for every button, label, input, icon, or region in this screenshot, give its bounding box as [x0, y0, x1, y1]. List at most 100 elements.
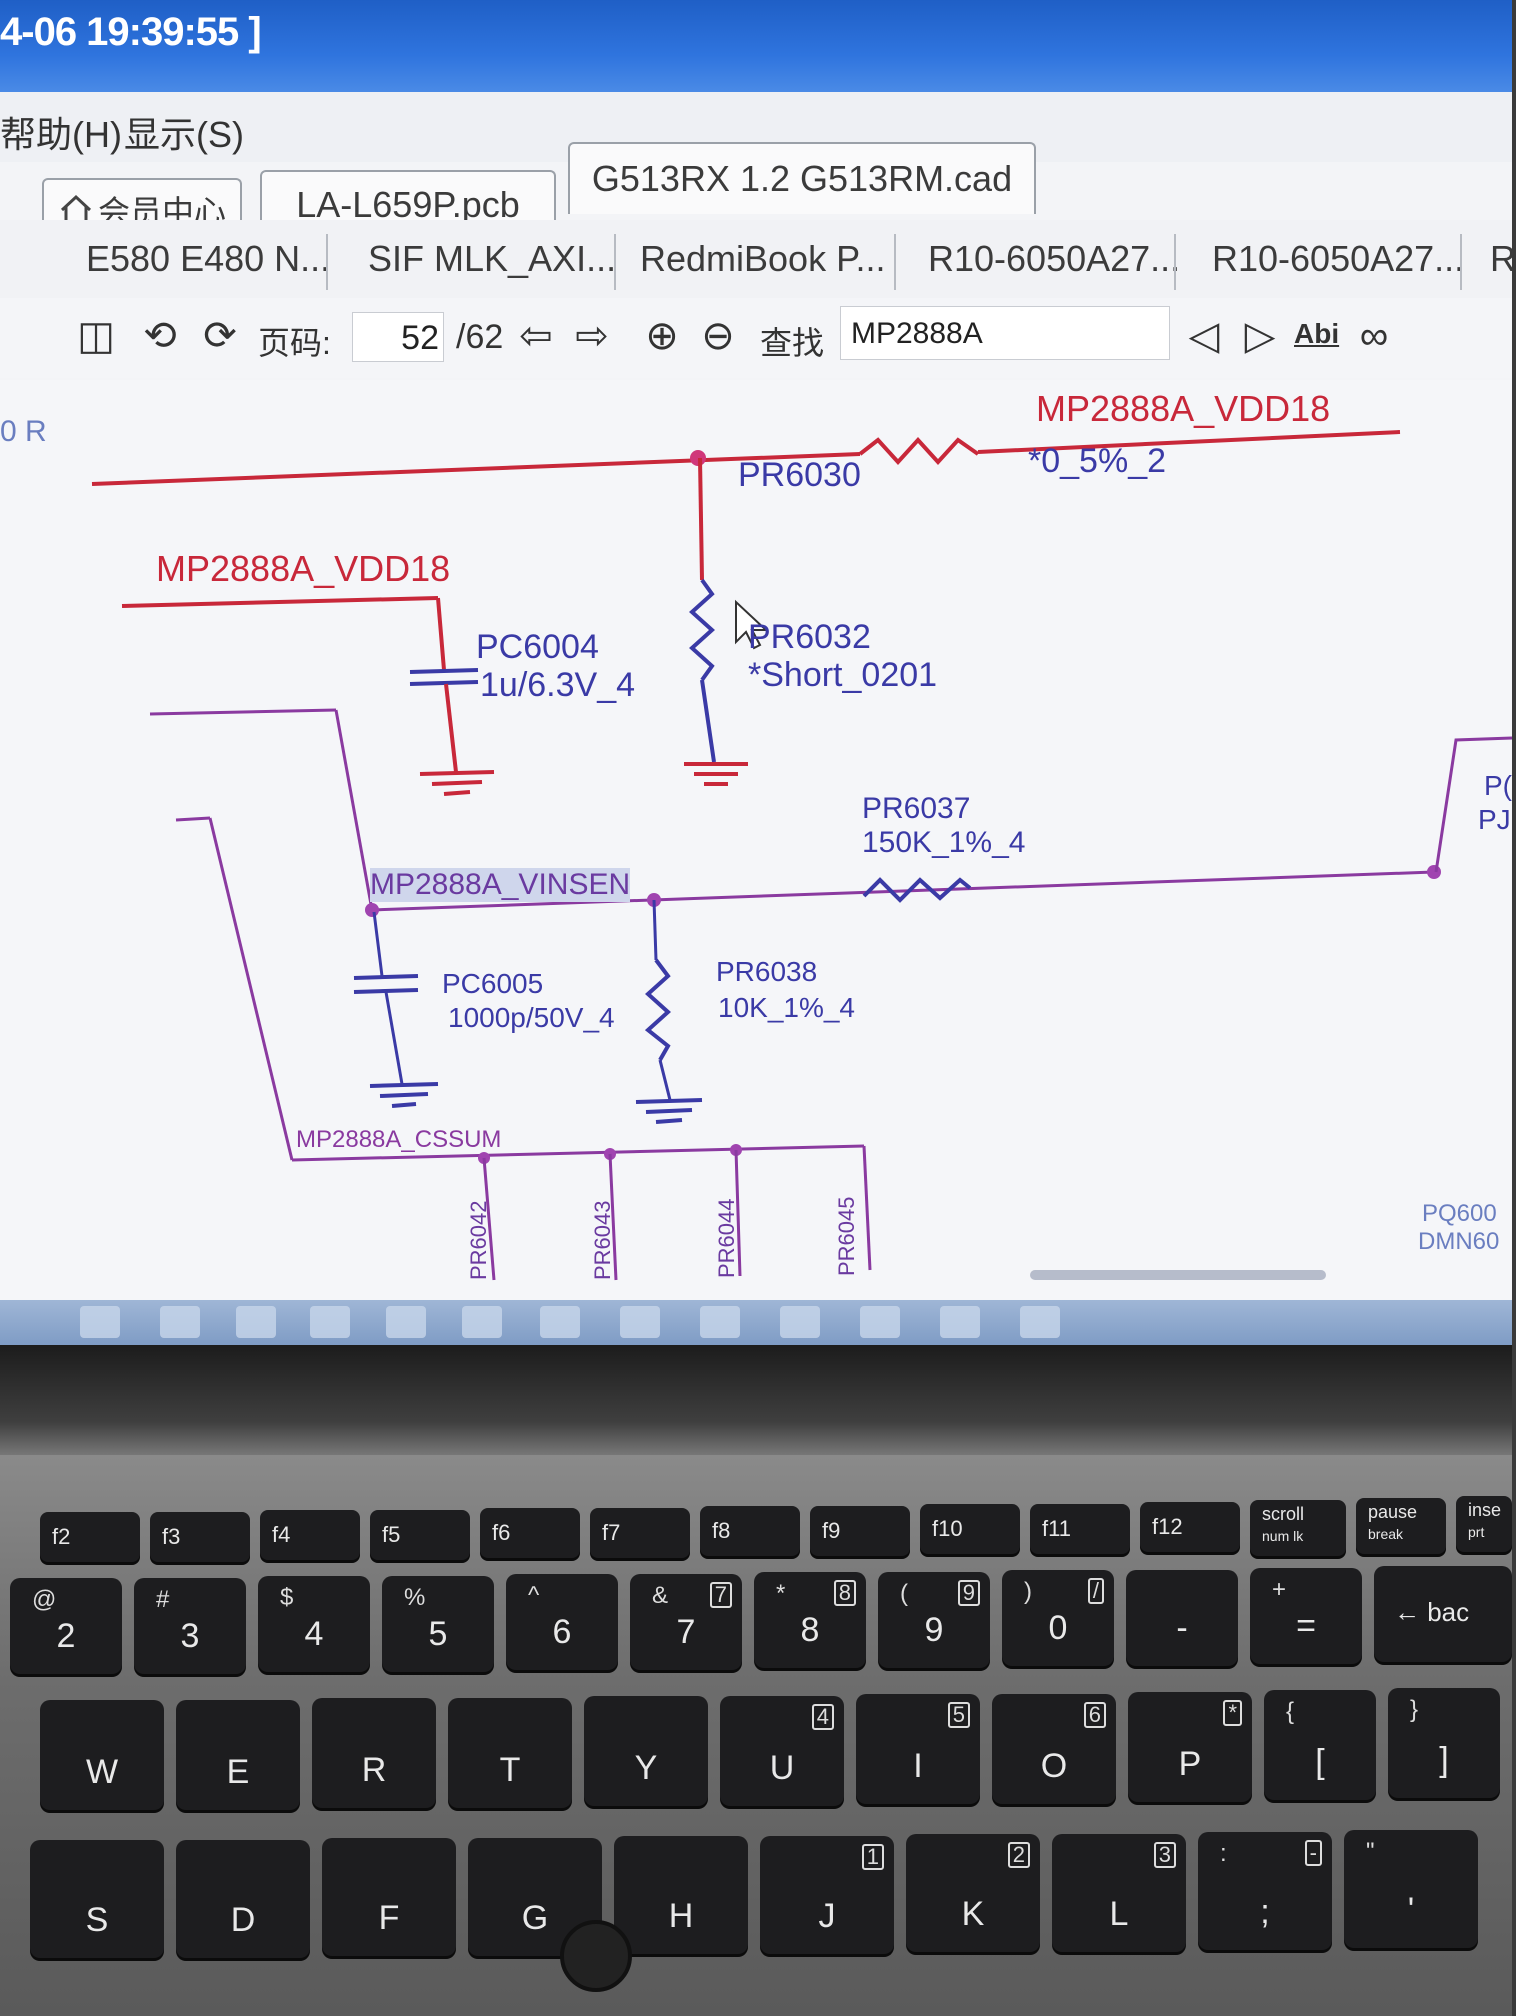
tab-e580[interactable]: E580 E480 N... [86, 238, 331, 279]
key-0[interactable]: )/0 [1002, 1570, 1114, 1666]
taskbar-app-icon[interactable] [310, 1306, 350, 1338]
rotate-right-icon[interactable]: ⟳ [203, 314, 237, 358]
key-backspace[interactable]: ← bac [1374, 1566, 1512, 1662]
zoom-out-icon[interactable]: ⊖ [701, 314, 735, 358]
menu-view[interactable]: 显示(S) [124, 114, 244, 155]
tab-r10-a[interactable]: R10-6050A27... [928, 238, 1181, 279]
net-mp2888a-vdd18-left[interactable]: MP2888A_VDD18 [156, 548, 451, 589]
taskbar-app-icon[interactable] [80, 1306, 120, 1338]
tab-sif-mlk[interactable]: SIF MLK_AXI... [368, 238, 617, 279]
net-mp2888a-vinsen[interactable]: MP2888A_VINSEN [370, 868, 631, 902]
key-semicolon[interactable]: :-; [1198, 1832, 1332, 1950]
ref-pr6043[interactable]: PR6043 [590, 1200, 615, 1280]
key-f6[interactable]: f6 [480, 1508, 580, 1558]
taskbar-app-icon[interactable] [860, 1306, 900, 1338]
key-f7[interactable]: f7 [590, 1508, 690, 1558]
schematic-canvas[interactable]: 0 R MP2888A_VDD18 PR6030 *0_5%_2 MP2888A… [0, 380, 1513, 1300]
split-view-icon[interactable]: ◫ [77, 314, 115, 358]
key-f4[interactable]: f4 [260, 1510, 360, 1560]
key-f5[interactable]: f5 [370, 1510, 470, 1560]
taskbar-search-icon[interactable] [160, 1306, 200, 1338]
page-number-input[interactable]: 52 [352, 312, 444, 362]
ref-pr6037[interactable]: PR6037 [862, 792, 971, 825]
ref-pr6030[interactable]: PR6030 [738, 456, 861, 494]
tab-file-g513rx[interactable]: G513RX 1.2 G513RM.cad [568, 142, 1036, 214]
taskbar-app-icon[interactable] [1020, 1306, 1060, 1338]
find-next-icon[interactable]: ▷ [1244, 314, 1276, 358]
whole-word-icon[interactable]: ∞ [1359, 314, 1389, 358]
key-w[interactable]: W [40, 1700, 164, 1810]
key-e[interactable]: E [176, 1700, 300, 1810]
key-left-bracket[interactable]: {[ [1264, 1690, 1376, 1800]
key-2[interactable]: @2 [10, 1578, 122, 1674]
key-h[interactable]: H [614, 1836, 748, 1954]
key-3[interactable]: #3 [134, 1578, 246, 1674]
ref-pr6032[interactable]: PR6032 [748, 618, 871, 656]
key-r[interactable]: R [312, 1698, 436, 1808]
ref-pr6044[interactable]: PR6044 [714, 1198, 739, 1278]
ref-pr6038[interactable]: PR6038 [716, 956, 818, 987]
net-mp2888a-cssum[interactable]: MP2888A_CSSUM [296, 1126, 502, 1153]
tab-r10-b[interactable]: R10-6050A27... [1212, 238, 1465, 279]
key-y[interactable]: Y [584, 1696, 708, 1806]
taskbar-app-icon[interactable] [700, 1306, 740, 1338]
taskbar-app-icon[interactable] [462, 1306, 502, 1338]
ref-pr6045[interactable]: PR6045 [834, 1196, 859, 1276]
find-prev-icon[interactable]: ◁ [1188, 314, 1220, 358]
ref-pc6005[interactable]: PC6005 [442, 968, 544, 999]
key-t[interactable]: T [448, 1698, 572, 1808]
tab-redmibook[interactable]: RedmiBook P... [640, 238, 886, 279]
match-case-button[interactable]: Abi [1294, 318, 1340, 349]
key-minus[interactable]: - [1126, 1570, 1238, 1666]
key-p[interactable]: *P [1128, 1692, 1252, 1802]
key-f2[interactable]: f2 [40, 1512, 140, 1562]
tab-r-partial[interactable]: R [1490, 238, 1516, 279]
taskbar-app-icon[interactable] [386, 1306, 426, 1338]
key-d[interactable]: D [176, 1840, 310, 1958]
ref-pq600[interactable]: PQ600 [1422, 1200, 1497, 1227]
key-f10[interactable]: f10 [920, 1504, 1020, 1554]
taskbar-app-icon[interactable] [236, 1306, 276, 1338]
prev-page-icon[interactable]: ⇦ [519, 314, 553, 358]
key-4[interactable]: $4 [258, 1576, 370, 1672]
ref-pr6042[interactable]: PR6042 [466, 1200, 491, 1280]
menu-help[interactable]: 帮助(H) [0, 114, 122, 155]
key-f9[interactable]: f9 [810, 1506, 910, 1556]
key-f11[interactable]: f11 [1030, 1504, 1130, 1554]
key-6[interactable]: ^6 [506, 1574, 618, 1670]
key-f8[interactable]: f8 [700, 1506, 800, 1556]
horizontal-scrollbar[interactable] [1030, 1270, 1326, 1280]
ref-pc6004[interactable]: PC6004 [476, 628, 599, 666]
key-f12[interactable]: f12 [1140, 1502, 1240, 1552]
key-quote[interactable]: "' [1344, 1830, 1478, 1948]
key-right-bracket[interactable]: }] [1388, 1688, 1500, 1798]
trackpoint[interactable] [560, 1920, 632, 1992]
key-equals[interactable]: += [1250, 1568, 1362, 1664]
net-mp2888a-vdd18-top[interactable]: MP2888A_VDD18 [1036, 388, 1331, 429]
key-f[interactable]: F [322, 1838, 456, 1956]
search-input[interactable]: MP2888A [840, 306, 1170, 360]
key-s[interactable]: S [30, 1840, 164, 1958]
zoom-in-icon[interactable]: ⊕ [645, 314, 679, 358]
taskbar-app-icon[interactable] [780, 1306, 820, 1338]
key-label: f4 [272, 1522, 291, 1547]
taskbar-app-icon[interactable] [940, 1306, 980, 1338]
key-5[interactable]: %5 [382, 1576, 494, 1672]
next-page-icon[interactable]: ⇨ [575, 314, 609, 358]
taskbar-shuffle-icon[interactable] [540, 1306, 580, 1338]
rotate-left-icon[interactable]: ⟲ [143, 314, 177, 358]
taskbar-app-icon[interactable] [620, 1306, 660, 1338]
key-f3[interactable]: f3 [150, 1512, 250, 1562]
